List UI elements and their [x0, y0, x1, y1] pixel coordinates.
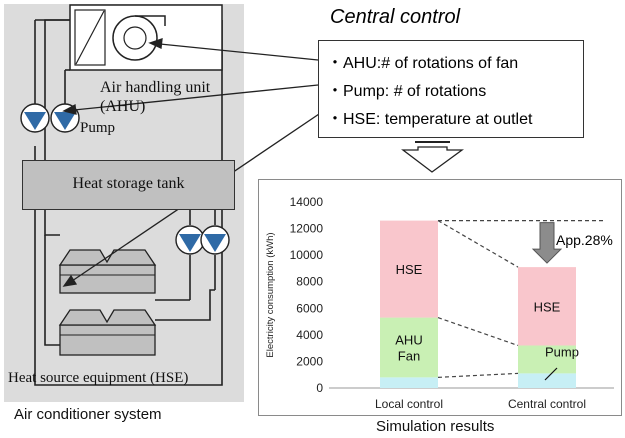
arrow-head-hse — [62, 274, 78, 287]
dashed-connector — [437, 317, 519, 347]
segment-label: Pump — [545, 345, 579, 360]
piping — [34, 19, 223, 386]
reduction-arrow-icon — [531, 222, 563, 264]
segment-label: Fan — [398, 348, 420, 363]
simulation-caption: Simulation results — [376, 418, 495, 435]
central-control-title: Central control — [330, 6, 461, 28]
system-caption: Air conditioner system — [14, 406, 162, 423]
chart-svg: 0 2000 4000 6000 8000 10000 12000 14000Electric… — [265, 195, 614, 411]
ahu-label: Air handling unit (AHU) — [100, 78, 210, 116]
segment-label: HSE — [396, 262, 423, 277]
y-tick-label: 14000 — [290, 195, 324, 209]
bar-segment-ahu-fan — [518, 345, 576, 374]
y-tick-label: 0 — [316, 381, 323, 395]
y-tick-label: 4000 — [296, 328, 323, 342]
bar-segment-pump — [518, 373, 576, 388]
pump-icon-lower-left — [175, 225, 205, 255]
segment-label: HSE — [534, 299, 561, 314]
x-tick-label: Local control — [375, 397, 443, 411]
pump-pointer-line — [544, 367, 558, 381]
ahu-label-line2: (AHU) — [100, 98, 146, 115]
pump-label: Pump — [80, 120, 116, 136]
y-tick-label: 12000 — [290, 222, 324, 236]
bar-segment-pump — [380, 377, 438, 388]
bar-segment-ahu-fan — [380, 317, 438, 378]
control-item-pump: ・Pump: # of rotations — [327, 83, 487, 100]
hse-unit-lower — [58, 309, 157, 356]
pump-icon-lower-right — [200, 225, 230, 255]
y-tick-label: 8000 — [296, 275, 323, 289]
dashed-connector — [437, 372, 519, 378]
bar-segment-hse — [518, 267, 576, 346]
down-arrow-icon — [401, 141, 464, 173]
control-item-hse: ・HSE: temperature at outlet — [327, 111, 533, 128]
dashed-connector — [437, 220, 519, 268]
heat-storage-tank-label: Heat storage tank — [72, 175, 185, 192]
reduction-label: App.28% — [556, 232, 613, 248]
control-item-ahu: ・AHU:# of rotations of fan — [327, 55, 519, 72]
ahu-unit — [69, 4, 223, 71]
bar-segment-hse — [380, 220, 438, 318]
segment-label: AHU — [395, 332, 422, 347]
fan-icon — [112, 15, 166, 61]
arrow-head-ahu — [148, 38, 163, 49]
x-tick-label: Central control — [508, 397, 586, 411]
pump-icon-upper-left — [20, 103, 50, 133]
central-control-box: ・AHU:# of rotations of fan ・Pump: # of r… — [318, 40, 584, 138]
y-tick-label: 6000 — [296, 301, 323, 315]
hse-label: Heat source equipment (HSE) — [8, 370, 189, 386]
heat-storage-tank: Heat storage tank — [22, 160, 235, 210]
y-tick-label: 2000 — [296, 354, 323, 368]
arrow-head-pump — [62, 103, 77, 115]
ahu-label-line1: Air handling unit — [100, 79, 211, 96]
y-axis-label: Electricity consumption (kWh) — [265, 232, 276, 357]
y-tick-label: 10000 — [290, 248, 324, 262]
